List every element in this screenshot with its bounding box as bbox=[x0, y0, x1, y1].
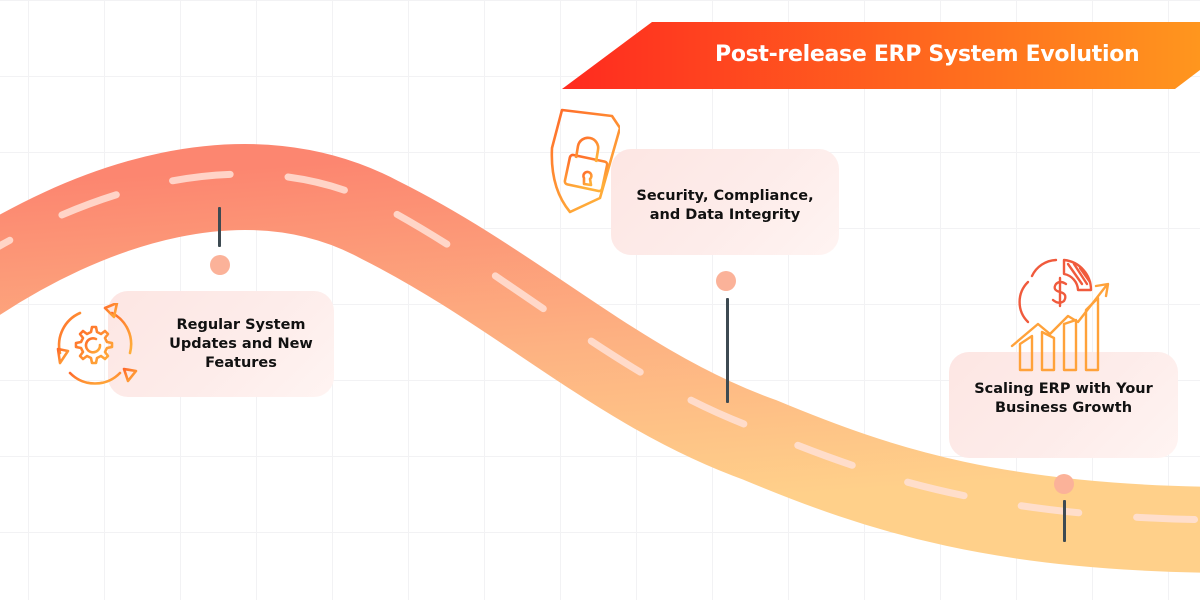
milestone-title: Regular System Updates and New Features bbox=[169, 316, 313, 371]
milestone-marker bbox=[716, 271, 736, 291]
title-banner bbox=[562, 22, 1200, 89]
milestone-pole bbox=[1063, 500, 1066, 542]
milestone-title: Scaling ERP with Your Business Growth bbox=[974, 381, 1153, 416]
page-title: Post-release ERP System Evolution bbox=[715, 42, 1140, 67]
gear-refresh-icon bbox=[56, 303, 138, 385]
milestone-card-updates: Regular System Updates and New Features bbox=[108, 291, 334, 397]
milestone-marker bbox=[210, 255, 230, 275]
milestone-pole bbox=[218, 207, 221, 247]
road-surface bbox=[0, 144, 1200, 573]
milestone-pole bbox=[726, 298, 729, 403]
road-center-dashes bbox=[0, 170, 1200, 524]
shield-lock-icon bbox=[550, 108, 620, 214]
milestone-title: Security, Compliance, and Data Integrity bbox=[636, 188, 814, 223]
milestone-card-security: Security, Compliance, and Data Integrity bbox=[611, 149, 839, 255]
milestone-marker bbox=[1054, 474, 1074, 494]
growth-chart-dollar-icon bbox=[1010, 258, 1110, 372]
